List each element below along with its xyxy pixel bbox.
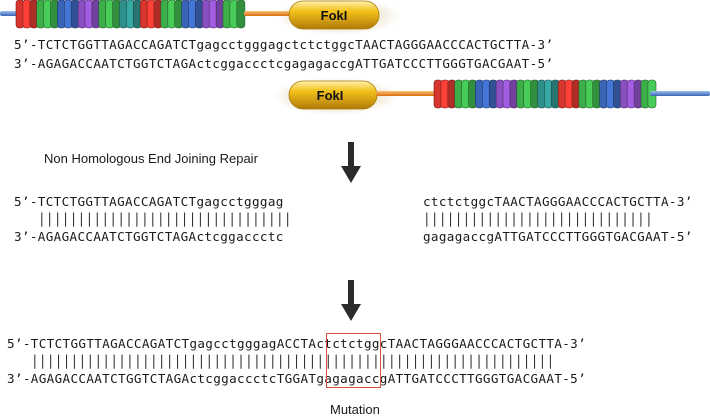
zinc-finger-array-top xyxy=(15,0,246,29)
linker-bottom xyxy=(376,91,436,96)
mutation-caption: Mutation xyxy=(330,402,380,417)
backbone-bottom xyxy=(650,91,710,96)
break-right-top-strand: ctctctggcTAACTAGGGAACCCACTGCTTA-3’ xyxy=(423,194,693,209)
break-left-bottom-strand: 3’-AGAGACCAATCTGGTCTAGActcggaccctc xyxy=(14,229,284,244)
cut-site-top-strand: 5’-TCTCTGGTTAGACCAGATCTgagcctgggagctctct… xyxy=(14,37,554,52)
arrow-down-icon xyxy=(341,142,361,183)
break-right-bottom-strand: gagagaccgATTGATCCCTTGGGTGACGAAT-5’ xyxy=(423,229,693,244)
foki-label-top: FokI xyxy=(321,8,348,23)
arrow-down-icon xyxy=(341,280,361,321)
zfn-top: FokI xyxy=(0,0,400,35)
cut-site-bottom-strand: 3’-AGAGACCAATCTGGTCTAGActcggaccctcgagaga… xyxy=(14,56,554,71)
zinc-finger-array-bottom xyxy=(433,79,657,109)
break-left-top-strand: 5’-TCTCTGGTTAGACCAGATCTgagcctgggag xyxy=(14,194,284,209)
zinc-finger-disc xyxy=(236,0,246,29)
repaired-bottom-strand: 3’-AGAGACCAATCTGGTCTAGActcggaccctcTGGATg… xyxy=(7,371,587,386)
foki-domain-top xyxy=(288,0,380,30)
repaired-top-strand: 5’-TCTCTGGTTAGACCAGATCTgagcctgggagACCTAc… xyxy=(7,336,587,351)
nhej-caption: Non Homologous End Joining Repair xyxy=(44,151,258,166)
break-right-base-pairs: ||||||||||||||||||||||||||||| xyxy=(423,210,654,227)
repaired-base-pairs: ||||||||||||||||||||||||||||||||||||||||… xyxy=(31,352,555,369)
break-left-base-pairs: |||||||||||||||||||||||||||||||| xyxy=(38,210,292,227)
zfn-bottom: FokI xyxy=(274,77,710,115)
foki-label-bottom: FokI xyxy=(317,88,344,103)
mutation-highlight-box xyxy=(326,333,381,388)
